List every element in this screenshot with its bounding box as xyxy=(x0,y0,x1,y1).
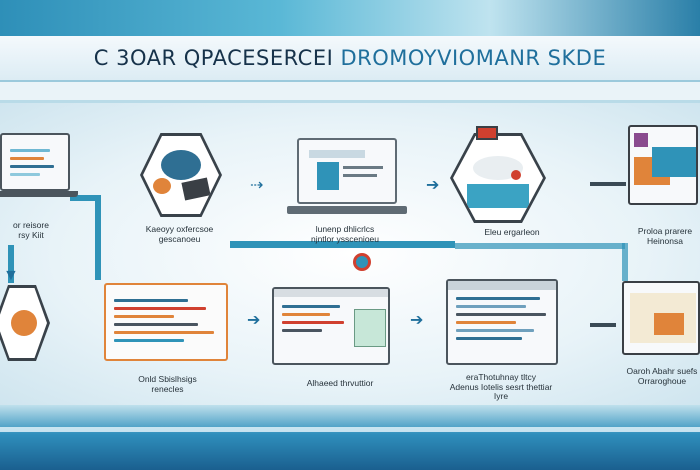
caption-4: Eleu ergarleon xyxy=(484,227,540,237)
node-badge-icon xyxy=(353,253,371,271)
caption-9: Oaroh Abahr suefs Orraroghoue xyxy=(626,366,698,386)
cloud-icon xyxy=(161,150,201,180)
monitor-base xyxy=(287,206,407,214)
gear-icon xyxy=(11,310,37,336)
photo-card-screen xyxy=(622,281,700,355)
laptop-base xyxy=(0,191,78,197)
chart-card-screen xyxy=(104,283,228,361)
flow-line-mid-2 xyxy=(455,243,625,249)
workflow-diagram: or reisore rsy Kiit Kaeoyy oxfercsoe ges… xyxy=(0,100,700,405)
caption-3: lunenp dhlicrlcs njntlor ysscenioeu xyxy=(310,224,380,244)
caption-2: Kaeoyy oxfercsoe gescanoeu xyxy=(145,224,214,244)
caption-5: Proloa prarere Heinonsa xyxy=(637,226,693,246)
connector-bar xyxy=(590,182,626,186)
node-laptop xyxy=(0,133,80,215)
connector-bar xyxy=(590,323,616,327)
arrow-down-icon: ▼ xyxy=(3,267,19,284)
node-photo-card xyxy=(622,281,700,357)
caption-1: or reisore rsy Kiit xyxy=(13,220,49,240)
flow-line-right-drop xyxy=(622,243,628,281)
arrow-right-icon: ➔ xyxy=(410,312,424,329)
arrow-right-icon: ➔ xyxy=(426,177,440,194)
laptop-screen xyxy=(0,133,70,191)
tool-icon xyxy=(181,177,211,201)
node-right-panel xyxy=(628,125,698,213)
caption-7: Alhaeed thrvuttior xyxy=(306,378,374,388)
title-part-1: C 3OAR QPACESERCEI xyxy=(93,46,334,70)
node-hex-illustration-3 xyxy=(0,285,50,361)
flow-line-down-left xyxy=(8,245,14,283)
folder-icon xyxy=(476,126,498,140)
node-doc-window xyxy=(272,287,390,367)
list-window-screen xyxy=(446,279,558,365)
caption-6: Onld Sbislhsigs renecles xyxy=(138,374,197,394)
page-title: C 3OAR QPACESERCEI DROMOYVIOMANR SKDE xyxy=(94,46,606,70)
node-hex-illustration-2 xyxy=(450,133,546,223)
title-bar: C 3OAR QPACESERCEI DROMOYVIOMANR SKDE xyxy=(0,36,700,82)
gear-icon xyxy=(153,178,171,194)
right-panel-screen xyxy=(628,125,698,205)
arrow-right-icon: ➔ xyxy=(247,312,261,329)
node-monitor xyxy=(287,138,407,218)
node-hex-illustration-1 xyxy=(140,133,222,217)
pin-icon xyxy=(511,170,521,180)
document-icon xyxy=(354,309,386,347)
title-part-2: DROMOYVIOMANR SKDE xyxy=(340,46,607,70)
flow-line-left-drop xyxy=(95,195,101,280)
flow-line-mid-1 xyxy=(230,241,455,248)
monitor-screen xyxy=(297,138,397,204)
arrow-right-icon: ⇢ xyxy=(250,177,264,194)
caption-8: eraThotuhnay tltcy Adenus Iotelis sesrt … xyxy=(449,372,553,401)
top-banner xyxy=(0,0,700,36)
node-chart-card xyxy=(104,283,228,363)
water-icon xyxy=(467,184,529,208)
doc-window-screen xyxy=(272,287,390,365)
bottom-banner xyxy=(0,405,700,470)
flow-line-top-left xyxy=(70,195,100,201)
node-list-window xyxy=(446,279,558,367)
